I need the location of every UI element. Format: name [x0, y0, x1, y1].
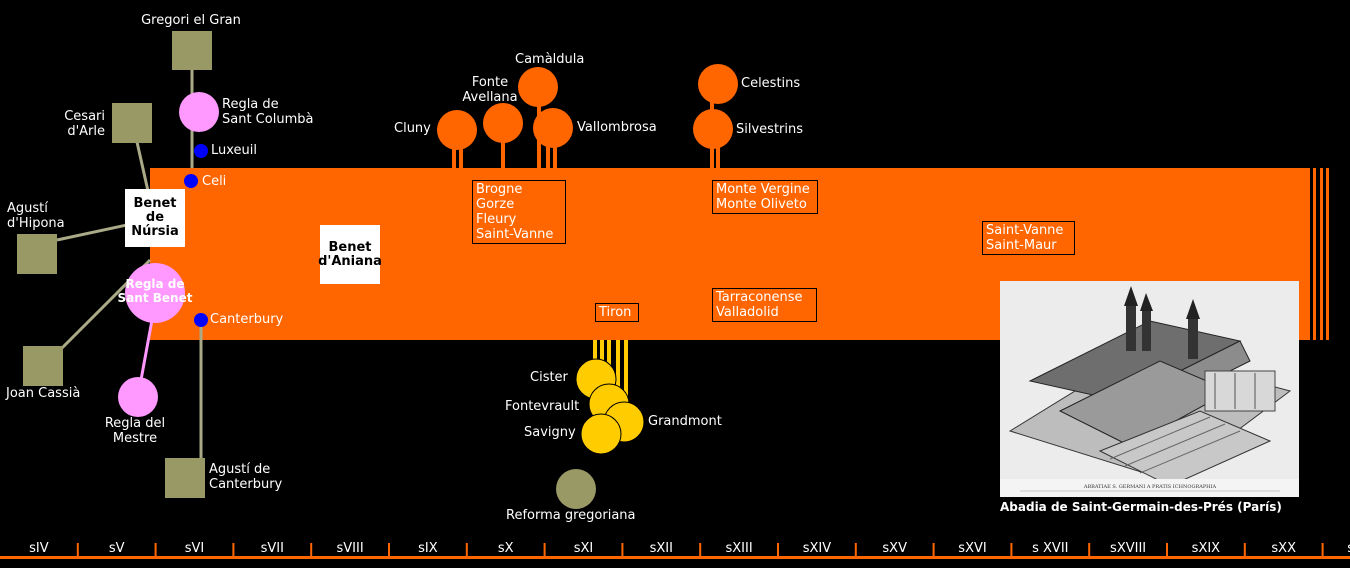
- circle-reforma-gregoriana: [556, 469, 596, 509]
- timeline-tick: [465, 543, 468, 556]
- box-monte: Monte Vergine Monte Oliveto: [712, 180, 818, 214]
- band-stripe: [1313, 168, 1316, 340]
- dot-celi: [184, 174, 198, 188]
- timeline-tick: [76, 543, 79, 556]
- timeline-tick: [543, 543, 546, 556]
- label-agusti-hipona: Agustí d'Hipona: [7, 201, 65, 231]
- label-cluny: Cluny: [394, 121, 431, 136]
- label-savigny: Savigny: [524, 425, 576, 440]
- label-celi: Celi: [202, 174, 227, 189]
- circle-sant-benet: [125, 263, 185, 323]
- circle-savigny: [580, 413, 622, 455]
- timeline-tick: [1321, 543, 1324, 556]
- label-agusti-canterbury: Agustí de Canterbury: [209, 462, 283, 492]
- timeline-tick: [854, 543, 857, 556]
- timeline-tick: [621, 543, 624, 556]
- timeline-axis: [0, 556, 1350, 559]
- engraving-image: ABBATIAE S. GERMANI A PRATIS ICHNOGRAPHI…: [1000, 281, 1299, 497]
- box-tiron: Tiron: [595, 303, 639, 322]
- timeline-label: sXXI: [1332, 541, 1350, 556]
- timeline-label: sXVIII: [1110, 541, 1147, 556]
- label-joan-cassia: Joan Cassià: [6, 386, 81, 401]
- label-fonte-avellana: Fonte Avellana: [462, 75, 518, 105]
- label-sant-benet: Regla de Sant Benet: [117, 277, 193, 305]
- circle-cluny: [437, 110, 477, 150]
- timeline-label: sVII: [260, 541, 284, 556]
- label-vallombrosa: Vallombrosa: [577, 120, 657, 135]
- timeline-label: sXIII: [725, 541, 753, 556]
- abbey-engraving: ABBATIAE S. GERMANI A PRATIS ICHNOGRAPHI…: [1000, 281, 1299, 497]
- label-mestre: Regla del Mestre: [104, 416, 166, 446]
- timeline-label: sXX: [1271, 541, 1296, 556]
- timeline-label: sIV: [29, 541, 49, 556]
- box-saint-vanne: Saint-Vanne Saint-Maur: [982, 221, 1075, 255]
- engraving-caption: ABBATIAE S. GERMANI A PRATIS ICHNOGRAPHI…: [1083, 484, 1217, 490]
- box-tarraconense: Tarraconense Valladolid: [712, 288, 817, 322]
- label-gregori: Gregori el Gran: [141, 13, 241, 28]
- square-cesari: [112, 103, 152, 143]
- label-camaldula: Camàldula: [515, 52, 585, 67]
- timeline-label: sIX: [418, 541, 438, 556]
- circle-mestre: [118, 377, 158, 417]
- timeline-label: sXVI: [958, 541, 987, 556]
- timeline-label: sXV: [882, 541, 907, 556]
- timeline-tick: [699, 543, 702, 556]
- square-joan-cassia: [23, 346, 63, 386]
- circle-silvestrins: [693, 109, 733, 149]
- timeline-tick: [1166, 543, 1168, 556]
- timeline-tick: [932, 543, 935, 556]
- timeline-label: sXII: [649, 541, 673, 556]
- timeline-ticks: [76, 543, 1324, 556]
- timeline-label: sXIX: [1191, 541, 1221, 556]
- timeline-label: sVIII: [336, 541, 364, 556]
- timeline-label: sXI: [573, 541, 594, 556]
- timeline-label: sXIV: [802, 541, 832, 556]
- label-sant-columba: Regla de Sant Columbà: [222, 97, 314, 127]
- square-agusti-hipona: [17, 234, 57, 274]
- circle-vallombrosa: [533, 108, 573, 148]
- circle-fonte-avellana: [483, 103, 523, 143]
- timeline-tick: [232, 543, 235, 556]
- box-benet-nursia: Benet de Núrsia: [125, 189, 185, 247]
- circle-camaldula: [518, 67, 558, 107]
- timeline-label: sVI: [184, 541, 205, 556]
- dot-canterbury: [194, 313, 208, 327]
- timeline-tick: [388, 543, 390, 556]
- label-cister: Cister: [530, 370, 568, 385]
- timeline-label: s XVII: [1032, 541, 1069, 556]
- dot-luxeuil: [194, 144, 208, 158]
- box-brogne: Brogne Gorze Fleury Saint-Vanne: [472, 180, 566, 244]
- timeline-tick: [1088, 543, 1091, 556]
- label-luxeuil: Luxeuil: [211, 143, 258, 158]
- timeline-label: sV: [108, 541, 125, 556]
- timeline-label: sX: [497, 541, 514, 556]
- label-canterbury: Canterbury: [210, 312, 284, 327]
- line-mestre: [139, 319, 154, 381]
- timeline-tick: [154, 543, 157, 556]
- circle-celestins: [698, 64, 738, 104]
- circle-sant-columba: [179, 92, 219, 132]
- label-grandmont: Grandmont: [648, 414, 722, 429]
- band-stripe: [1320, 168, 1323, 340]
- square-agusti-canterbury: [165, 458, 205, 498]
- box-benet-aniana: Benet d'Aniana: [318, 225, 382, 284]
- timeline-tick: [1243, 543, 1246, 556]
- square-gregori: [172, 31, 212, 70]
- band-stripe: [1326, 168, 1329, 340]
- label-fontevrault: Fontevrault: [505, 399, 580, 414]
- label-celestins: Celestins: [741, 76, 801, 91]
- timeline-tick: [777, 543, 779, 556]
- label-cesari: Cesari d'Arle: [64, 109, 105, 139]
- label-reforma-gregoriana: Reforma gregoriana: [506, 508, 636, 523]
- timeline-tick: [310, 543, 313, 556]
- timeline-tick: [1010, 543, 1013, 556]
- label-silvestrins: Silvestrins: [736, 122, 804, 137]
- photo-caption: Abadia de Saint-Germain-des-Prés (París): [1000, 500, 1282, 514]
